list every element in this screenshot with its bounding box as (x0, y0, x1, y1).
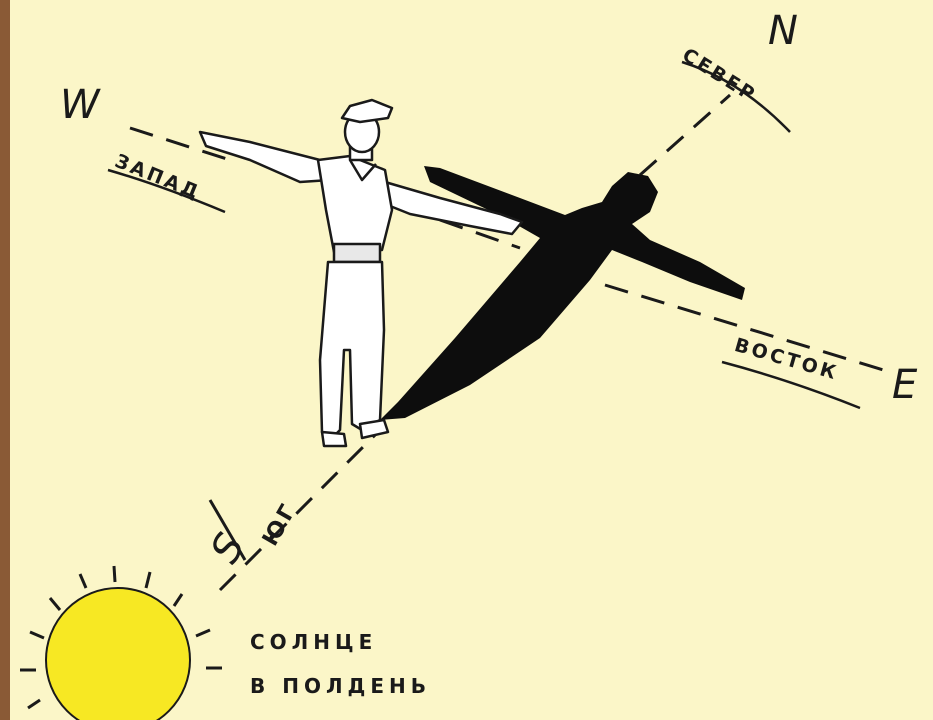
east-letter: E (892, 362, 917, 408)
west-letter: W (60, 82, 100, 128)
standing-person (200, 100, 522, 446)
sun-icon (46, 588, 190, 720)
north-letter: N (768, 8, 798, 54)
sun-caption-line1: СОЛНЦЕ (250, 620, 431, 664)
sun-caption-line2: В ПОЛДЕНЬ (250, 664, 431, 708)
sun-caption: СОЛНЦЕ В ПОЛДЕНЬ (250, 620, 431, 708)
